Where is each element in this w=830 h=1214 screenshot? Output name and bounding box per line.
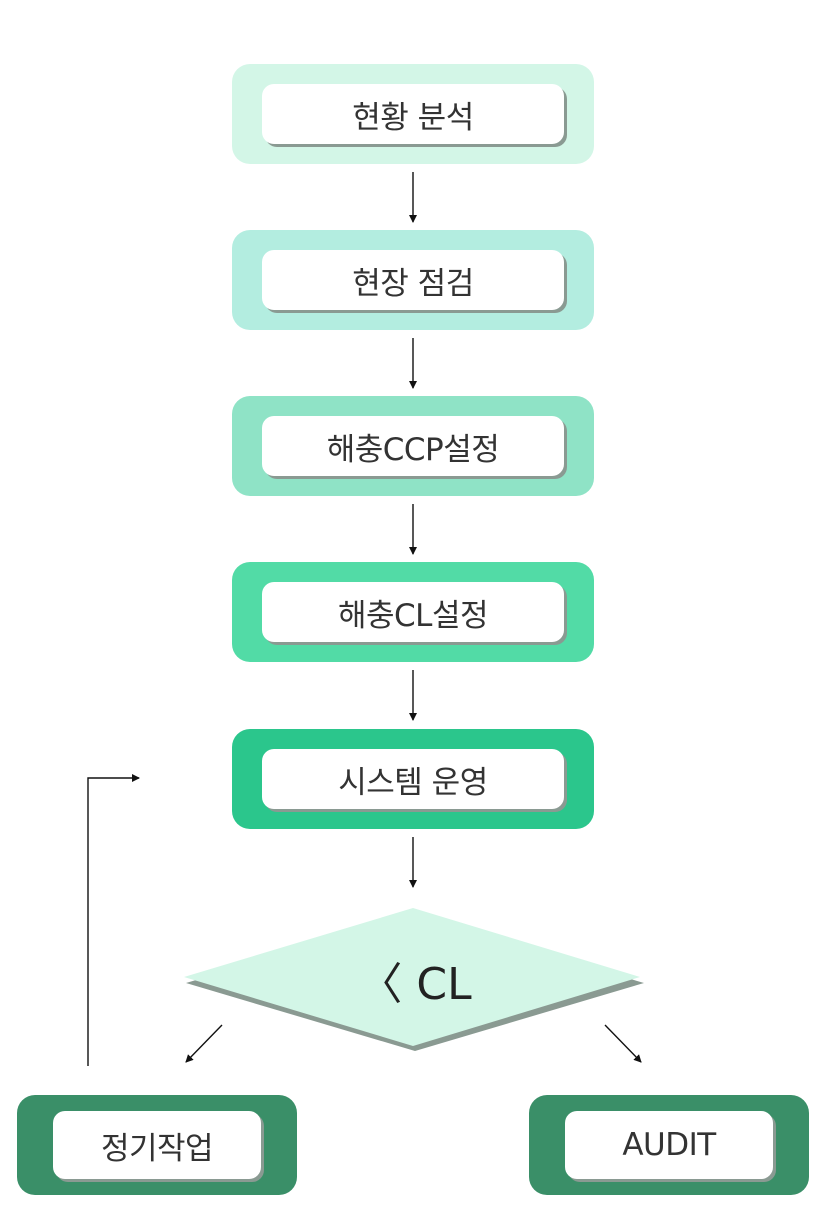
step-label-2: 현장 점검 [262, 250, 564, 310]
decision-diamond [184, 908, 640, 1046]
feedback-loop [87, 774, 140, 1066]
step-box-3: 해충CCP설정 [232, 396, 594, 496]
step-label-1: 현황 분석 [262, 84, 564, 144]
arrow-to-left [185, 1024, 223, 1063]
step-label-4: 해충CL설정 [262, 582, 564, 642]
step-box-2: 현장 점검 [232, 230, 594, 330]
outcome-box-right: AUDIT [529, 1095, 809, 1195]
arrow-to-right [604, 1024, 642, 1063]
step-label-5: 시스템 운영 [262, 749, 564, 809]
step-label-3: 해충CCP설정 [262, 416, 564, 476]
step-box-4: 해충CL설정 [232, 562, 594, 662]
step-box-5: 시스템 운영 [232, 729, 594, 829]
step-box-1: 현황 분석 [232, 64, 594, 164]
outcome-box-left: 정기작업 [17, 1095, 297, 1195]
decision-label: 〈 CL [358, 959, 472, 1010]
outcome-label-right: AUDIT [565, 1111, 773, 1179]
outcome-label-left: 정기작업 [53, 1111, 261, 1179]
